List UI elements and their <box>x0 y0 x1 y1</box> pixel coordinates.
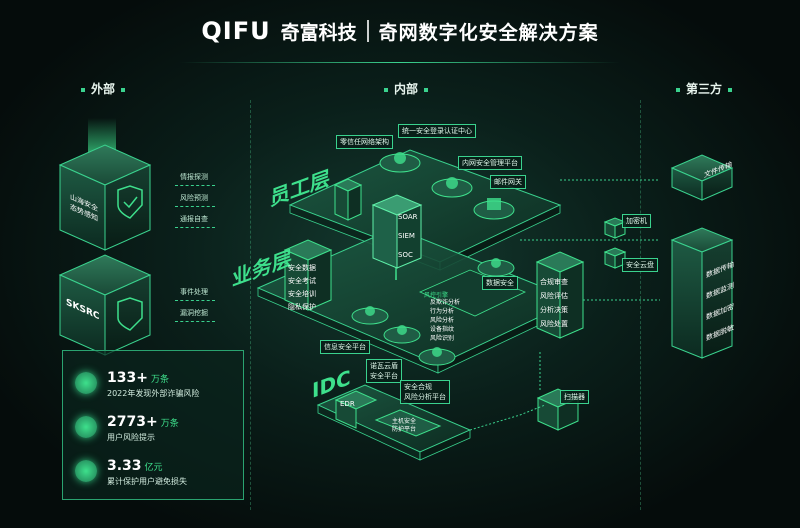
logo: QIFU <box>201 17 271 45</box>
column-third-party: 第三方 <box>670 80 738 97</box>
business-right-1: 合规审查 <box>540 278 568 286</box>
arrow-label-3: 通报自查 <box>180 215 208 223</box>
arrow-label-4: 事件处理 <box>180 288 208 296</box>
tag-sso: 统一安全登录认证中心 <box>398 124 476 138</box>
business-right-2: 风险评估 <box>540 292 568 300</box>
tag-compliance: 安全合规 风险分析平台 <box>400 380 450 404</box>
business-left-3: 安全培训 <box>288 290 316 298</box>
arrow-2 <box>175 206 215 207</box>
tag-zero-trust: 零信任网络架构 <box>336 135 393 149</box>
engine-item-2: 行为分析 <box>430 308 455 315</box>
arrow-4 <box>175 300 215 301</box>
tag-intranet: 内网安全管理平台 <box>458 156 522 170</box>
header-separator <box>366 20 369 42</box>
stack-soc: SOC <box>398 251 413 259</box>
engine-item-5: 风险识别 <box>430 335 455 342</box>
business-layer-platform <box>256 227 585 374</box>
stat-2-num: 2773+ <box>107 414 158 430</box>
sksrc-cube <box>58 254 152 356</box>
stat-3-unit: 亿元 <box>144 463 163 473</box>
staff-layer-platform <box>288 149 562 271</box>
business-right-3: 分析决策 <box>540 306 568 314</box>
third-small-1: 加密机 <box>622 214 651 228</box>
connectors <box>520 179 660 390</box>
stats-panel: 133+万条 2022年发现外部诈骗风险 2773+万条 用户风险提示 3.33… <box>62 350 244 500</box>
tag-info-security: 信息安全平台 <box>320 340 370 354</box>
idc-platform <box>316 384 580 461</box>
alert-icon <box>75 372 97 394</box>
stat-3-desc: 累计保护用户避免损失 <box>107 477 187 486</box>
stat-3-num: 3.33 <box>107 458 142 474</box>
business-right-list: 合规审查 风险评估 分析决策 风险处置 <box>540 275 568 331</box>
stat-1-num: 133+ <box>107 370 148 386</box>
tag-mail-gateway: 邮件网关 <box>490 175 526 189</box>
stack-soar: SOAR <box>398 213 418 221</box>
stat-2-desc: 用户风险提示 <box>107 433 155 442</box>
logo-cn: 奇富科技 <box>280 21 357 44</box>
shield-icon <box>75 416 97 438</box>
arrow-3 <box>175 227 215 228</box>
stat-1: 133+万条 2022年发现外部诈骗风险 <box>75 367 199 399</box>
column-internal: 内部 <box>378 80 434 97</box>
business-left-1: 安全数据 <box>288 264 316 272</box>
tag-data-security: 数据安全 <box>482 276 518 290</box>
divider-left <box>250 100 251 510</box>
page-title: 奇网数字化安全解决方案 <box>378 21 599 44</box>
money-bag-icon <box>75 460 97 482</box>
engine-items: 反欺诈分析 行为分析 风险分析 设备指纹 风险识别 <box>430 298 460 343</box>
header-divider <box>180 62 620 63</box>
stack-siem: SIEM <box>398 232 415 240</box>
business-right-4: 风险处置 <box>540 320 568 328</box>
third-stack-labels: 数据传输 数据监测 数据加密 数据脱敏 <box>706 254 734 349</box>
column-external: 外部 <box>75 80 131 97</box>
engine-item-3: 风险分析 <box>430 317 455 324</box>
stat-2: 2773+万条 用户风险提示 <box>75 411 179 443</box>
engine-label: 风控引擎 <box>424 292 449 299</box>
arrow-5 <box>175 321 215 322</box>
idc-scanner: 扫描器 <box>560 390 589 404</box>
third-small-2: 安全云盘 <box>622 258 658 272</box>
idc-platform-label: 主机安全 防护平台 <box>392 418 417 433</box>
third-party-file-transfer-cube <box>670 154 734 201</box>
business-left-4: 隐私保护 <box>288 303 316 311</box>
header: QIFU 奇富科技 奇网数字化安全解决方案 <box>0 0 800 62</box>
business-left-2: 安全考试 <box>288 277 316 285</box>
engine-item-4: 设备指纹 <box>430 326 455 333</box>
arrow-label-2: 风险预测 <box>180 194 208 202</box>
tag-nova-shield: 诺瓦云盾 安全平台 <box>366 359 402 383</box>
business-left-list: 安全数据 安全考试 安全培训 隐私保护 <box>288 262 316 314</box>
stat-2-unit: 万条 <box>160 419 179 429</box>
situational-awareness-cube <box>58 118 152 251</box>
stat-1-desc: 2022年发现外部诈骗风险 <box>107 389 200 398</box>
third-party-stack <box>670 227 734 359</box>
center-soc-stack <box>371 190 423 280</box>
idc-edr: EDR <box>340 400 355 408</box>
engine-item-1: 反欺诈分析 <box>430 299 461 306</box>
arrow-label-5: 漏洞挖掘 <box>180 309 208 317</box>
divider-right <box>640 100 641 510</box>
stat-1-unit: 万条 <box>150 375 169 385</box>
arrow-label-1: 情报探测 <box>180 173 208 181</box>
arrow-1 <box>175 185 215 186</box>
